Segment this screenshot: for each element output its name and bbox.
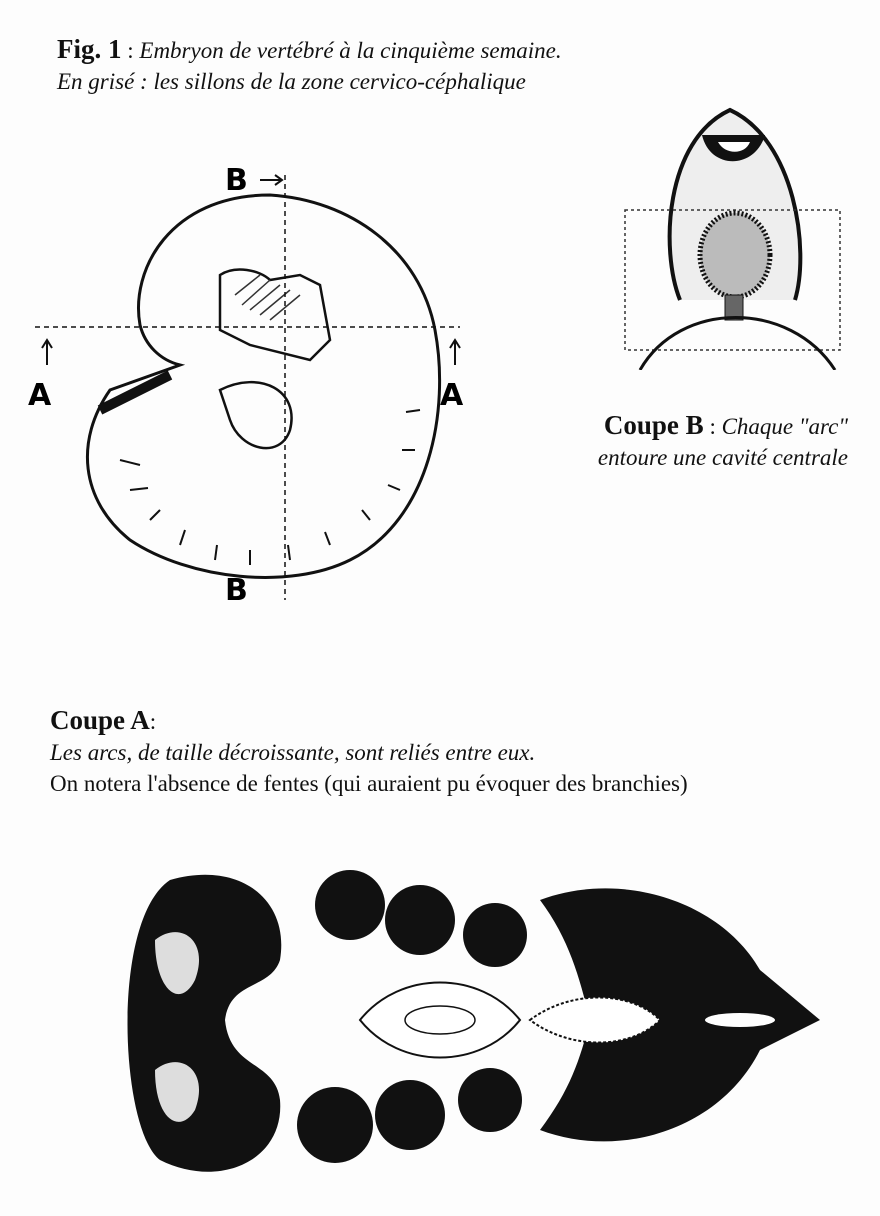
section-b-label: Coupe B bbox=[603, 410, 704, 440]
section-a-left-label: A bbox=[28, 378, 52, 413]
caption-separator: : bbox=[149, 709, 157, 734]
section-a-line1: Les arcs, de taille décroissante, sont r… bbox=[50, 740, 536, 765]
section-a-right-label: A bbox=[440, 378, 464, 413]
caption-separator: : bbox=[121, 38, 140, 63]
figure-caption: Fig. 1 : Embryon de vertébré à la cinqui… bbox=[57, 34, 562, 97]
section-a-drawing bbox=[127, 870, 820, 1172]
figure-subtitle: En grisé : les sillons de la zone cervic… bbox=[57, 69, 526, 94]
section-b-bottom-label: B bbox=[225, 573, 248, 608]
section-a-caption: Coupe A: Les arcs, de taille décroissant… bbox=[50, 705, 688, 799]
caption-separator: : bbox=[703, 414, 722, 439]
figure-label: Fig. 1 bbox=[57, 34, 122, 64]
embryo-drawing: A A B B bbox=[28, 163, 464, 608]
section-a-line2: On notera l'absence de fentes (qui aurai… bbox=[50, 771, 688, 796]
section-b-line2: entoure une cavité centrale bbox=[597, 445, 848, 470]
section-b-caption: Coupe B : Chaque "arc" entoure une cavit… bbox=[548, 410, 848, 473]
section-b-line1: Chaque "arc" bbox=[721, 414, 848, 439]
section-b-drawing bbox=[624, 107, 841, 370]
section-a-label: Coupe A bbox=[50, 705, 150, 735]
section-b-top-label: B bbox=[225, 163, 248, 198]
figure-title: Embryon de vertébré à la cinquième semai… bbox=[139, 38, 562, 63]
